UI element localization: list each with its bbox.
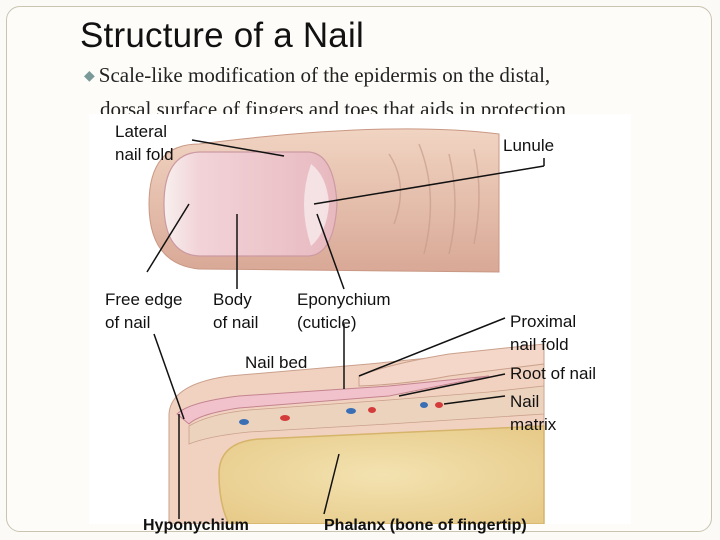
vessel-2	[280, 415, 290, 421]
nail-anatomy-figure: Lateral nail fold Lunule Free edge of na…	[89, 114, 631, 524]
label-phalanx: Phalanx (bone of fingertip)	[324, 516, 527, 536]
label-nail-matrix: Nail matrix	[510, 390, 556, 436]
vessel-1	[239, 419, 249, 425]
vessel-4	[368, 407, 376, 413]
label-proximal-nail-fold: Proximal nail fold	[510, 310, 576, 356]
label-body-of-nail: Body of nail	[213, 288, 258, 334]
label-eponychium: Eponychium (cuticle)	[297, 288, 391, 334]
label-lunule: Lunule	[503, 134, 554, 157]
phalanx-bone	[219, 426, 544, 524]
vessel-6	[435, 402, 443, 408]
slide-title: Structure of a Nail	[80, 16, 364, 56]
label-free-edge: Free edge of nail	[105, 288, 183, 334]
label-nail-bed: Nail bed	[245, 351, 307, 374]
vessel-5	[420, 402, 428, 408]
label-root-of-nail: Root of nail	[510, 362, 596, 385]
bullet-icon: ◆	[84, 69, 95, 84]
bullet-text-line1: Scale-like modification of the epidermis…	[99, 63, 550, 87]
vessel-3	[346, 408, 356, 414]
label-lateral-nail-fold: Lateral nail fold	[115, 120, 174, 166]
label-hyponychium: Hyponychium	[143, 516, 249, 536]
